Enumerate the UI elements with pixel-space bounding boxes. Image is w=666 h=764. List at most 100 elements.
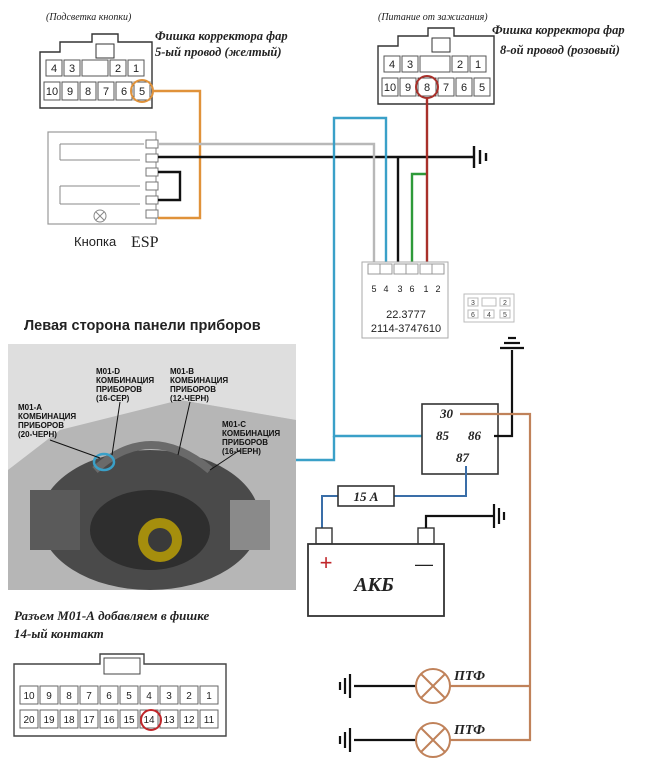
conn-right-top-pin: 3 bbox=[407, 59, 413, 71]
conn-left-bottom-pin: 10 bbox=[46, 86, 58, 98]
conn-left-bottom-pin: 9 bbox=[67, 86, 73, 98]
bottom-connector-pin: 15 bbox=[123, 715, 135, 726]
bottom-connector-pin: 19 bbox=[43, 715, 55, 726]
conn-left-top-pin: 4 bbox=[51, 63, 57, 75]
plus-sign: + bbox=[320, 550, 333, 575]
bottom-connector-pin: 7 bbox=[86, 691, 92, 702]
bottom-connector-pin: 10 bbox=[23, 691, 35, 702]
relay-box: 30 85 86 87 bbox=[421, 403, 499, 475]
ground-icon bbox=[500, 336, 524, 350]
ground-icon bbox=[472, 146, 488, 168]
conn-left-bottom-pin: 6 bbox=[121, 86, 127, 98]
orange-wire bbox=[152, 89, 202, 220]
ground-icon bbox=[492, 504, 506, 528]
bottom-connector-cell bbox=[199, 685, 219, 705]
bottom-connector-cell bbox=[39, 709, 59, 729]
pin86-wire bbox=[494, 350, 514, 438]
pin14-highlight bbox=[140, 709, 162, 731]
green-wire bbox=[410, 172, 426, 264]
conn-left-top-pin: 3 bbox=[69, 63, 75, 75]
relay-pin: 5 bbox=[371, 284, 376, 294]
bottom-connector-pin: 2 bbox=[186, 691, 192, 702]
bottom-connector-cell bbox=[159, 685, 179, 705]
pin-30: 30 bbox=[439, 406, 454, 421]
bottom-note-1: Разъем М01-А добавляем в фишке bbox=[14, 608, 209, 623]
relay-part-2: 2114-3747610 bbox=[371, 323, 441, 335]
bottom-connector-cell bbox=[79, 685, 99, 705]
fog-lamp-label-2: ПТФ bbox=[453, 723, 485, 738]
bottom-connector-pin: 11 bbox=[204, 715, 215, 726]
relay-pin: 1 bbox=[423, 284, 428, 294]
bottom-connector-pin: 13 bbox=[163, 715, 175, 726]
callout-m01d: М01-D КОМБИНАЦИЯ ПРИБОРОВ (16-СЕР) bbox=[96, 367, 156, 403]
callout-m01c: М01-С КОМБИНАЦИЯ ПРИБОРОВ (16-ЧЕРН) bbox=[222, 420, 282, 456]
conn-right-top-pin: 4 bbox=[389, 59, 395, 71]
relay-pin: 6 bbox=[409, 284, 414, 294]
connector-right: 4 3 2 1 10 9 8 7 6 5 bbox=[377, 27, 495, 105]
corrector-right-title: Фишка корректора фар bbox=[492, 23, 625, 37]
conn-right-top-pin: 1 bbox=[475, 59, 481, 71]
relay-part-1: 22.3777 bbox=[386, 309, 426, 321]
battery-ground-wire bbox=[424, 514, 494, 528]
fog-lamp-1 bbox=[338, 668, 460, 704]
minus-sign: — bbox=[415, 554, 433, 574]
callout-m01a: М01-А КОМБИНАЦИЯ ПРИБОРОВ (20-ЧЕРН) bbox=[18, 403, 78, 439]
bottom-connector-cell bbox=[119, 685, 139, 705]
conn-right-top-pin: 2 bbox=[457, 59, 463, 71]
button-label: Кнопка bbox=[74, 234, 117, 249]
fuse: 15 А bbox=[337, 485, 395, 507]
button-backlight-label: (Подсветка кнопки) bbox=[46, 12, 132, 23]
bottom-connector-cell bbox=[139, 685, 159, 705]
fuse-label: 15 А bbox=[354, 489, 379, 504]
bottom-connector-pin: 16 bbox=[103, 715, 115, 726]
bottom-connector-cell bbox=[99, 709, 119, 729]
panel-title: Левая сторона панели приборов bbox=[24, 318, 261, 334]
bottom-connector-cell bbox=[119, 709, 139, 729]
bottom-connector-pin: 14 bbox=[143, 715, 155, 726]
bottom-connector-pin: 4 bbox=[146, 691, 152, 702]
bottom-connector-cell bbox=[199, 709, 219, 729]
ignition-power-label: (Питание от зажигания) bbox=[378, 12, 488, 23]
bottom-connector-pin: 1 bbox=[206, 691, 212, 702]
svg-text:5: 5 bbox=[503, 312, 507, 319]
bottom-note-2: 14-ый контакт bbox=[14, 626, 104, 641]
conn-left-bottom-pin: 7 bbox=[103, 86, 109, 98]
panel-photo bbox=[8, 344, 296, 590]
blue-wire bbox=[332, 116, 426, 438]
bottom-connector-cell bbox=[179, 709, 199, 729]
conn-left-bottom-pin: 5 bbox=[139, 86, 145, 98]
relay-pinout-small: 3 2 6 4 5 bbox=[463, 293, 515, 323]
bottom-connector-pin: 5 bbox=[126, 691, 132, 702]
svg-text:2: 2 bbox=[503, 300, 507, 307]
pin87-wire bbox=[394, 466, 467, 497]
relay-pin: 2 bbox=[435, 284, 440, 294]
relay-module: 5 4 3 6 1 2 22.3777 2114-3747610 bbox=[361, 261, 449, 339]
corrector-left-wire: 5-ый провод (желтый) bbox=[155, 45, 282, 59]
conn-left-bottom-pin: 8 bbox=[85, 86, 91, 98]
conn-left-top-pin: 1 bbox=[133, 63, 139, 75]
svg-text:6: 6 bbox=[471, 312, 475, 319]
relay-pin: 4 bbox=[383, 284, 388, 294]
conn-right-bottom-pin: 8 bbox=[424, 82, 430, 94]
bottom-connector-pin: 18 bbox=[63, 715, 75, 726]
button-jumper-wire bbox=[158, 170, 182, 202]
conn-right-bottom-pin: 9 bbox=[405, 82, 411, 94]
bottom-connector-cell bbox=[19, 685, 39, 705]
fog-lamp-label-1: ПТФ bbox=[453, 669, 485, 684]
bottom-connector-cell bbox=[59, 709, 79, 729]
bottom-connector-cell bbox=[179, 685, 199, 705]
pin30-wire bbox=[460, 412, 532, 742]
bottom-connector-pin: 9 bbox=[46, 691, 52, 702]
fog-lamp-2 bbox=[338, 722, 460, 758]
conn-right-bottom-pin: 5 bbox=[479, 82, 485, 94]
conn-left-top-pin: 2 bbox=[115, 63, 121, 75]
bottom-connector-pin: 8 bbox=[66, 691, 72, 702]
conn-right-bottom-pin: 6 bbox=[461, 82, 467, 94]
pin-86: 86 bbox=[468, 428, 482, 443]
button-esp-label: ESP bbox=[131, 234, 159, 251]
bottom-connector-pin: 20 bbox=[23, 715, 35, 726]
svg-text:3: 3 bbox=[471, 300, 475, 307]
bottom-connector-pin: 6 bbox=[106, 691, 112, 702]
